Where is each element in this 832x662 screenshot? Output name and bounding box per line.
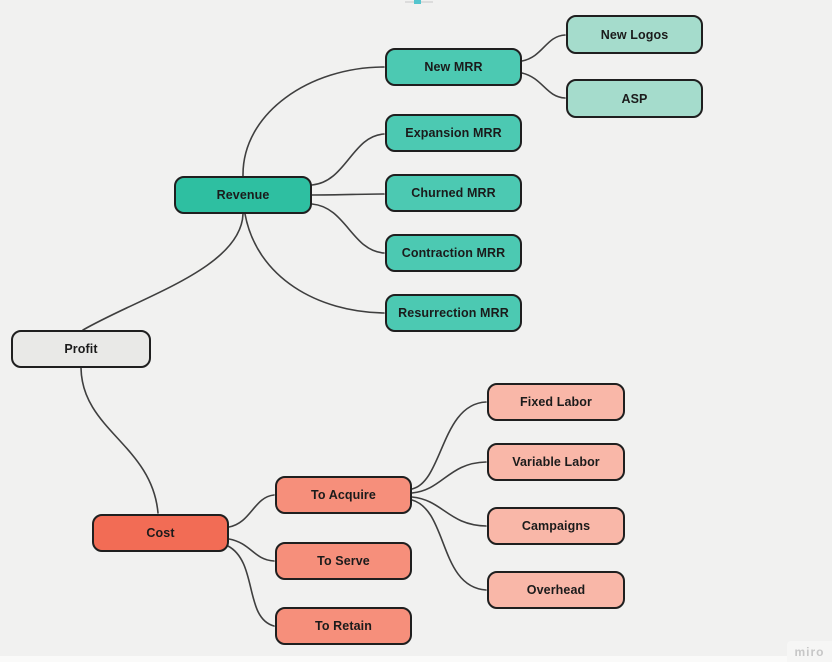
edge-profit-cost: [80, 367, 159, 514]
node-to-serve[interactable]: To Serve: [275, 542, 412, 580]
node-variable-labor[interactable]: Variable Labor: [487, 443, 625, 481]
node-to-retain[interactable]: To Retain: [275, 607, 412, 645]
edge-cost-to-serve: [228, 538, 275, 562]
node-fixed-labor-label: Fixed Labor: [520, 395, 592, 409]
node-campaigns-label: Campaigns: [521, 519, 591, 533]
node-revenue[interactable]: Revenue: [174, 176, 312, 214]
node-profit-label: Profit: [64, 342, 98, 356]
node-contraction-mrr-label: Contraction MRR: [401, 246, 506, 260]
edge-new-mrr-asp: [521, 72, 566, 99]
node-asp-label: ASP: [621, 91, 648, 106]
edge-revenue-new-mrr: [242, 66, 385, 177]
edge-revenue-expansion-mrr: [311, 133, 385, 186]
node-expansion-mrr-label: Expansion MRR: [405, 126, 502, 140]
miro-watermark: miro: [787, 641, 832, 662]
edge-to-acquire-overhead: [411, 499, 487, 591]
edge-to-acquire-variable-labor: [411, 461, 487, 494]
edge-to-acquire-campaigns: [411, 496, 487, 527]
node-churned-mrr[interactable]: Churned MRR: [385, 174, 522, 212]
node-resurrection-mrr[interactable]: Resurrection MRR: [385, 294, 522, 332]
node-churned-mrr-label: Churned MRR: [411, 186, 496, 200]
node-to-retain-label: To Retain: [315, 619, 372, 633]
node-to-acquire-label: To Acquire: [311, 488, 376, 502]
node-revenue-label: Revenue: [216, 188, 270, 202]
node-overhead-label: Overhead: [526, 583, 586, 597]
node-to-serve-label: To Serve: [317, 554, 370, 568]
node-asp[interactable]: ASP: [566, 79, 703, 118]
selection-handle[interactable]: [414, 0, 421, 4]
edge-cost-to-retain: [227, 545, 275, 627]
node-overhead[interactable]: Overhead: [487, 571, 625, 609]
canvas-bottom-edge: [0, 656, 832, 662]
node-expansion-mrr[interactable]: Expansion MRR: [385, 114, 522, 152]
edge-cost-to-acquire: [228, 494, 275, 528]
miro-watermark-label: miro: [794, 644, 825, 659]
node-to-acquire[interactable]: To Acquire: [275, 476, 412, 514]
edge-revenue-contraction-mrr: [311, 203, 385, 254]
node-contraction-mrr[interactable]: Contraction MRR: [385, 234, 522, 272]
edge-revenue-resurrection-mrr: [244, 213, 385, 314]
node-new-logos-label: New Logos: [600, 27, 669, 42]
node-new-mrr-label: New MRR: [424, 60, 483, 74]
edge-profit-revenue: [82, 213, 244, 331]
edge-to-acquire-fixed-labor: [411, 401, 487, 490]
node-new-mrr[interactable]: New MRR: [385, 48, 522, 86]
node-cost[interactable]: Cost: [92, 514, 229, 552]
node-campaigns[interactable]: Campaigns: [487, 507, 625, 545]
node-resurrection-mrr-label: Resurrection MRR: [398, 306, 509, 320]
node-new-logos[interactable]: New Logos: [566, 15, 703, 54]
node-profit[interactable]: Profit: [11, 330, 151, 368]
edge-revenue-churned-mrr: [311, 193, 385, 196]
node-variable-labor-label: Variable Labor: [512, 455, 600, 469]
node-fixed-labor[interactable]: Fixed Labor: [487, 383, 625, 421]
edge-new-mrr-new-logos: [521, 34, 566, 62]
node-cost-label: Cost: [146, 526, 175, 540]
